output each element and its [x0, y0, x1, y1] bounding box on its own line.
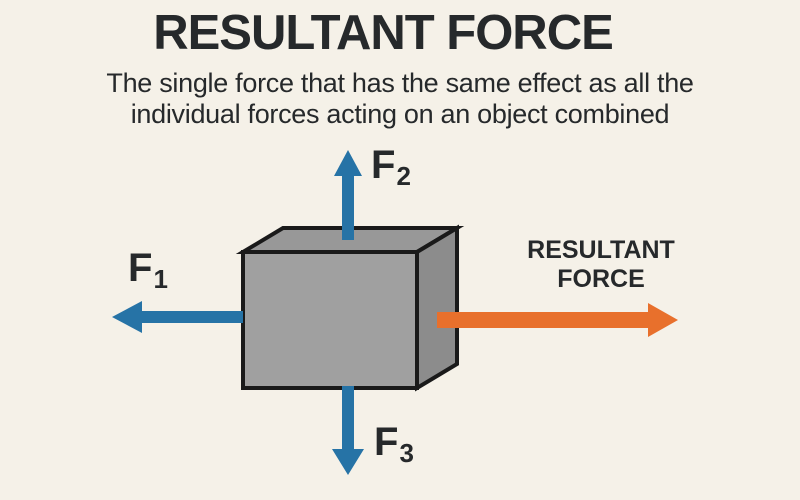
- f3-subscript: 3: [399, 438, 414, 468]
- label-f3: F3: [374, 420, 414, 466]
- page-title: RESULTANT FORCE: [153, 6, 614, 60]
- f3-symbol: F: [374, 420, 399, 464]
- label-f2: F2: [371, 143, 411, 189]
- f3-arrow-down-icon: [332, 386, 364, 475]
- subtitle-line-1: The single force that has the same effec…: [106, 68, 694, 98]
- f2-arrow-up-icon: [334, 150, 362, 240]
- subtitle: The single force that has the same effec…: [0, 68, 800, 130]
- resultant-label-line-2: FORCE: [557, 265, 645, 293]
- label-f1: F1: [128, 246, 168, 292]
- f1-symbol: F: [128, 246, 153, 290]
- resultant-arrow-right-icon: [437, 303, 678, 337]
- subtitle-line-2: individual forces acting on an object co…: [130, 99, 670, 129]
- f1-subscript: 1: [153, 264, 168, 294]
- f1-arrow-left-icon: [112, 301, 243, 333]
- box-front-face: [241, 250, 419, 390]
- f2-symbol: F: [371, 143, 396, 187]
- box-object: [235, 224, 465, 392]
- f2-subscript: 2: [396, 161, 411, 191]
- resultant-label-line-1: RESULTANT: [527, 236, 675, 264]
- box-right-face: [415, 224, 459, 392]
- resultant-force-label: RESULTANT FORCE: [491, 236, 711, 294]
